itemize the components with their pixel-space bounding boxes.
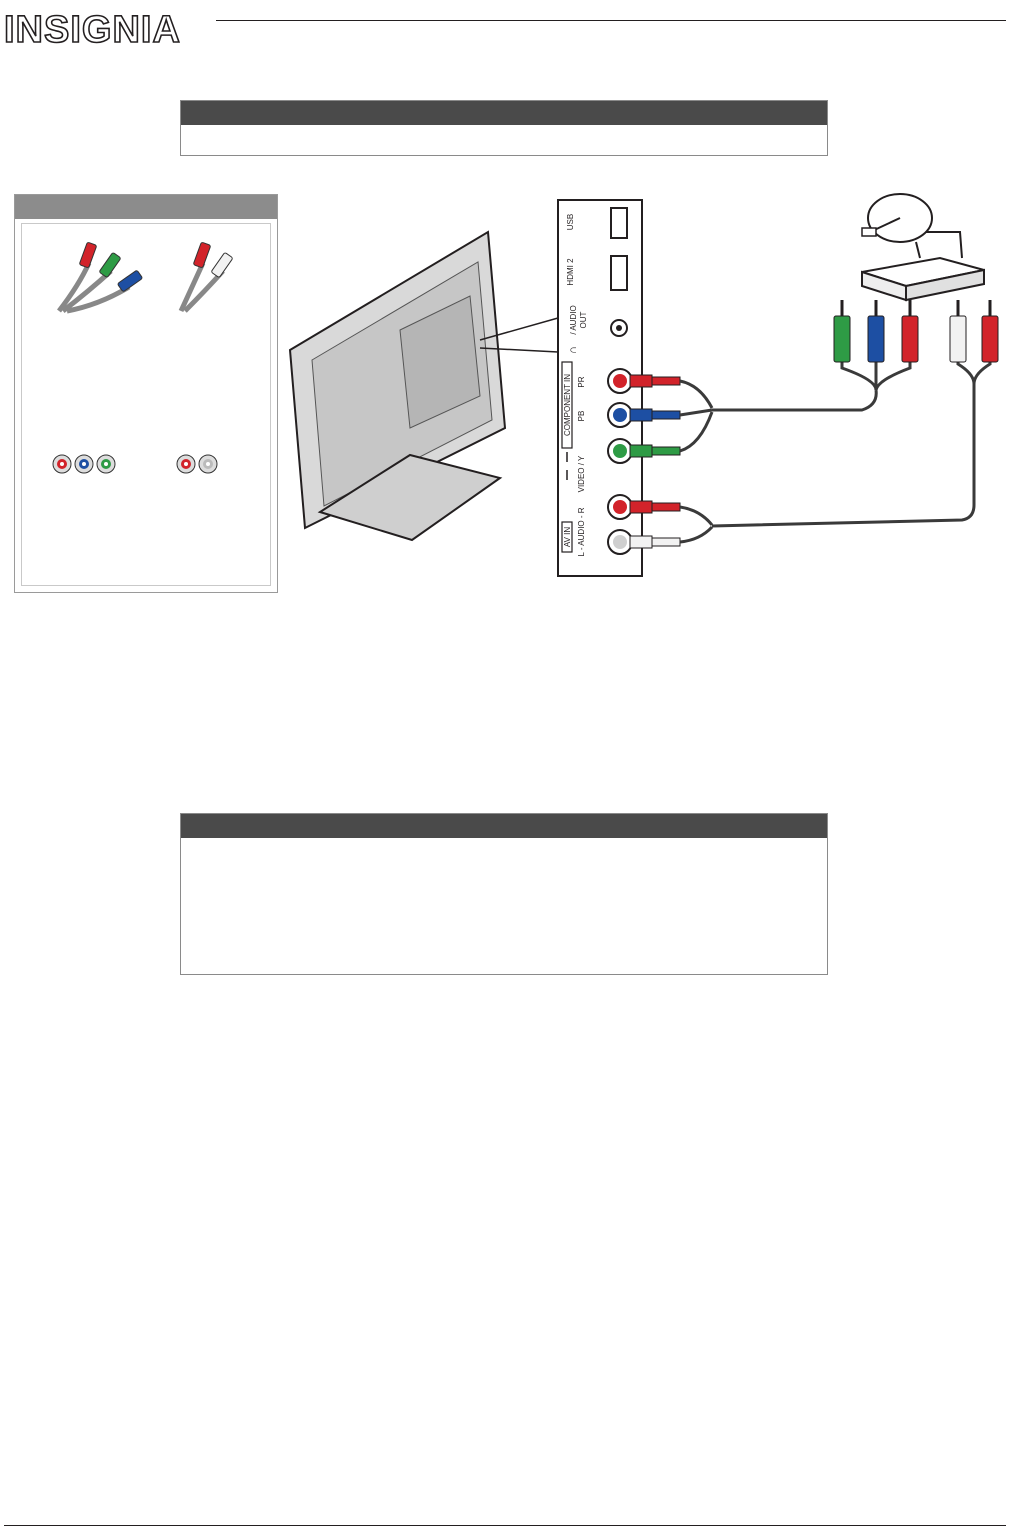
satellite-receiver-icon: [861, 193, 985, 302]
port-panel: USB HDMI 2 ∩ / AUDIOOUT COMPONENT IN PR …: [557, 199, 643, 577]
note-box-bottom-header: [181, 814, 827, 838]
usb-label: USB: [566, 214, 575, 230]
jack-audio-l: [607, 529, 633, 555]
audio-lr-label: L - AUDIO - R: [577, 507, 586, 556]
hdmi2-label: HDMI 2: [566, 258, 575, 286]
footer-rule: [4, 1525, 1006, 1526]
av-in-label: AV IN: [563, 527, 572, 548]
connection-diagram: USB HDMI 2 ∩ / AUDIOOUT COMPONENT IN PR …: [288, 193, 999, 577]
source-plugs: [833, 300, 999, 363]
cables-panel: [14, 194, 278, 593]
video-y-label: VIDEO / Y: [577, 455, 586, 492]
jack-pb: [607, 402, 633, 428]
component-jacks-icon: [52, 454, 116, 474]
component-in-label: COMPONENT IN: [563, 374, 572, 436]
audio-cable-icon: [178, 242, 233, 313]
tv-back-illustration: [288, 230, 559, 542]
logo-text: INSIGNIA: [4, 9, 181, 51]
component-cable-icon: [57, 242, 143, 314]
note-box-top-header: [181, 101, 827, 125]
jack-video-y: [607, 438, 633, 464]
audio-out-label: / AUDIOOUT: [569, 305, 588, 334]
hdmi-port: [610, 255, 628, 291]
cables-panel-header: [15, 195, 277, 219]
usb-port: [610, 207, 628, 239]
note-box-bottom: [180, 813, 828, 975]
pr-label: PR: [577, 376, 586, 387]
cables-panel-inner: [21, 223, 271, 586]
headphone-icon: ∩: [567, 346, 579, 354]
note-box-top: [180, 100, 828, 156]
audio-jacks-icon: [176, 454, 218, 474]
pb-label: PB: [577, 411, 586, 422]
insignia-logo: INSIGNIA: [4, 8, 181, 52]
jack-audio-r: [607, 494, 633, 520]
jack-pr: [607, 368, 633, 394]
header-rule: [216, 20, 1006, 21]
cables: [679, 360, 992, 544]
